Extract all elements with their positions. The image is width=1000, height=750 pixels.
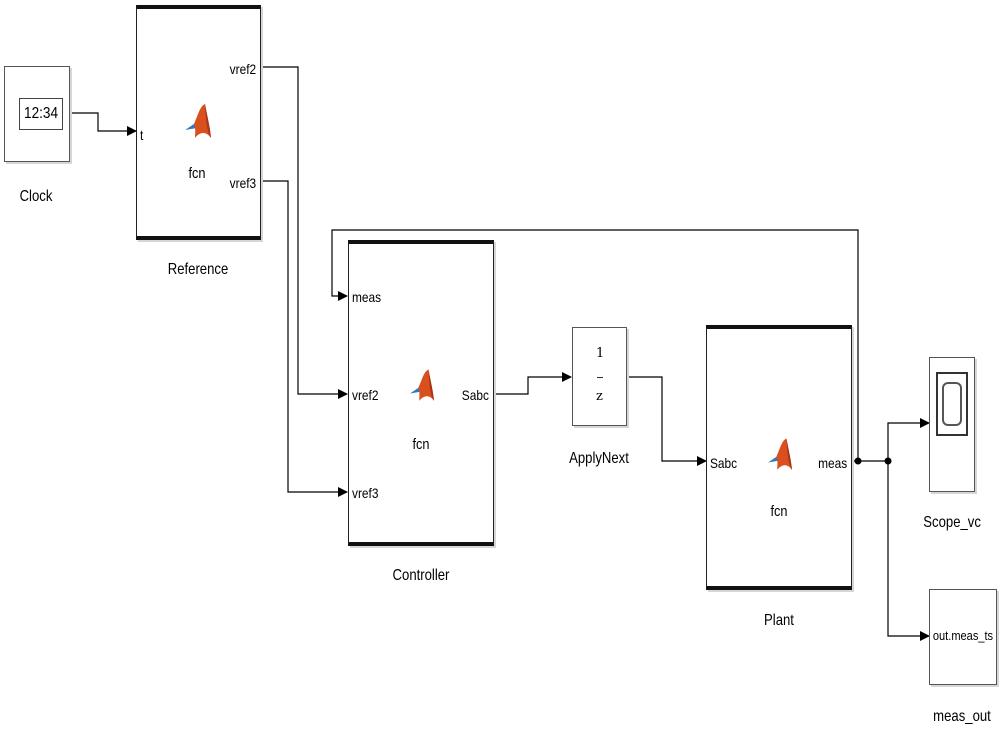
scope-block[interactable] <box>929 357 975 492</box>
applynext-denominator: z <box>596 389 603 404</box>
plant-output-port-meas: meas <box>817 455 847 471</box>
branch-point <box>854 457 862 465</box>
applynext-block-label: ApplyNext <box>569 450 629 467</box>
meas-out-block[interactable]: out.meas_ts <box>929 589 997 685</box>
clock-block[interactable]: 12:34 <box>4 66 70 162</box>
scope-block-label: Scope_vc <box>923 514 981 531</box>
fraction-bar <box>597 377 603 378</box>
wire-clock-to-reference[interactable] <box>70 112 137 136</box>
wire-meas-to-scope[interactable] <box>852 418 930 462</box>
plant-block-label: Plant <box>764 612 794 629</box>
reference-output-port-vref2: vref2 <box>229 61 256 77</box>
meas-out-block-label: meas_out <box>933 708 991 725</box>
applynext-block[interactable]: 1 z <box>572 327 627 426</box>
reference-input-port-t: t <box>140 127 144 143</box>
controller-block[interactable]: meas vref2 vref3 Sabc fcn <box>348 240 494 546</box>
wire-applynext-to-plant[interactable] <box>627 376 707 466</box>
controller-input-port-vref2: vref2 <box>352 387 379 403</box>
scope-trace-frame <box>942 382 962 426</box>
matlab-logo-icon <box>410 369 434 401</box>
applynext-numerator: 1 <box>596 346 605 361</box>
reference-output-port-vref3: vref3 <box>229 175 256 191</box>
branch-point <box>884 457 892 465</box>
wire-vref3[interactable] <box>261 180 348 497</box>
matlab-logo-icon <box>768 438 792 470</box>
controller-output-port-sabc: Sabc <box>461 387 489 403</box>
meas-out-variable: out.meas_ts <box>932 628 994 643</box>
reference-function-name: fcn <box>188 165 206 182</box>
reference-block-label: Reference <box>167 261 229 278</box>
scope-screen-icon <box>936 372 968 436</box>
controller-function-name: fcn <box>412 436 430 453</box>
clock-display: 12:34 <box>19 98 63 130</box>
wire-meas-feedback[interactable] <box>331 229 859 461</box>
controller-input-port-meas: meas <box>352 289 382 305</box>
reference-block[interactable]: t vref2 vref3 fcn <box>136 5 261 240</box>
controller-block-label: Controller <box>392 567 450 584</box>
wire-vref2[interactable] <box>261 66 348 399</box>
plant-function-name: fcn <box>770 503 788 520</box>
wire-sabc-to-applynext[interactable] <box>494 372 572 395</box>
plant-block[interactable]: Sabc meas fcn <box>706 325 852 590</box>
plant-input-port-sabc: Sabc <box>710 455 738 471</box>
controller-input-port-vref3: vref3 <box>352 485 379 501</box>
matlab-logo-icon <box>185 104 211 138</box>
clock-block-label: Clock <box>19 188 53 205</box>
wire-meas-to-outport[interactable] <box>887 461 930 641</box>
